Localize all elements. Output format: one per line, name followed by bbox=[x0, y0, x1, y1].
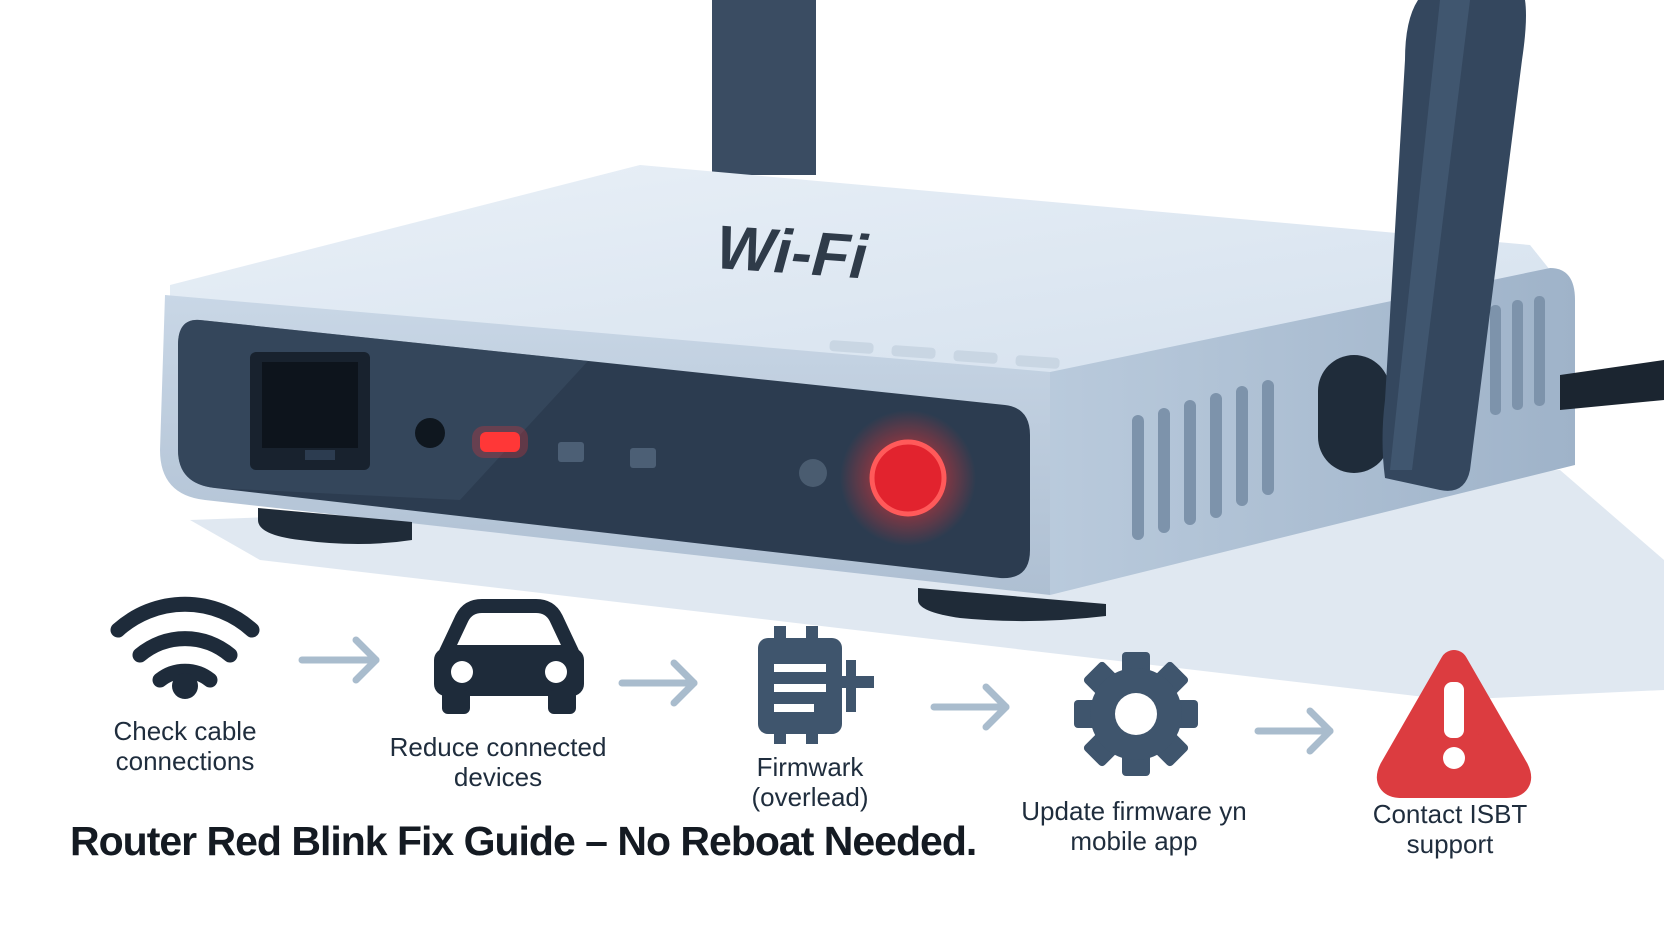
wifi-icon bbox=[110, 596, 260, 688]
status-led-3 bbox=[630, 448, 656, 468]
gear-icon bbox=[1074, 652, 1198, 776]
step-arrows bbox=[298, 636, 1334, 755]
arrow-1 bbox=[298, 636, 380, 684]
page-title: Router Red Blink Fix Guide – No Reboat N… bbox=[70, 818, 977, 864]
side-vents bbox=[1132, 296, 1545, 540]
step-label-check-cable: Check cable connections bbox=[113, 716, 257, 776]
step-label-contact-support: Contact ISBT support bbox=[1372, 799, 1528, 859]
chip-icon bbox=[758, 626, 874, 744]
status-led-red bbox=[480, 432, 520, 452]
power-light bbox=[869, 439, 947, 517]
antenna-hinge bbox=[1318, 355, 1390, 473]
step-label-reduce-devices: Reduce connected devices bbox=[389, 732, 607, 792]
router-foot-left bbox=[258, 508, 412, 544]
top-indicator-lights bbox=[829, 340, 1060, 369]
reset-hole bbox=[415, 418, 445, 448]
back-antenna bbox=[712, 0, 816, 175]
wifi-icon-dot bbox=[172, 673, 198, 699]
status-led-2 bbox=[558, 442, 584, 462]
router-top bbox=[170, 165, 1550, 375]
arrow-2 bbox=[618, 659, 698, 707]
car-icon bbox=[434, 599, 584, 714]
arrow-4 bbox=[1254, 707, 1334, 755]
status-led-4 bbox=[799, 459, 827, 487]
arrow-3 bbox=[930, 683, 1010, 731]
warning-icon bbox=[1376, 650, 1532, 798]
router-foot-right bbox=[918, 588, 1106, 622]
step-label-update-firmware: Update firmware yn mobile app bbox=[1021, 796, 1247, 856]
cable bbox=[1560, 360, 1664, 410]
step-label-firmwark: Firmwark (overlead) bbox=[751, 752, 869, 812]
router-brand-label: Wi-Fi bbox=[714, 213, 871, 292]
